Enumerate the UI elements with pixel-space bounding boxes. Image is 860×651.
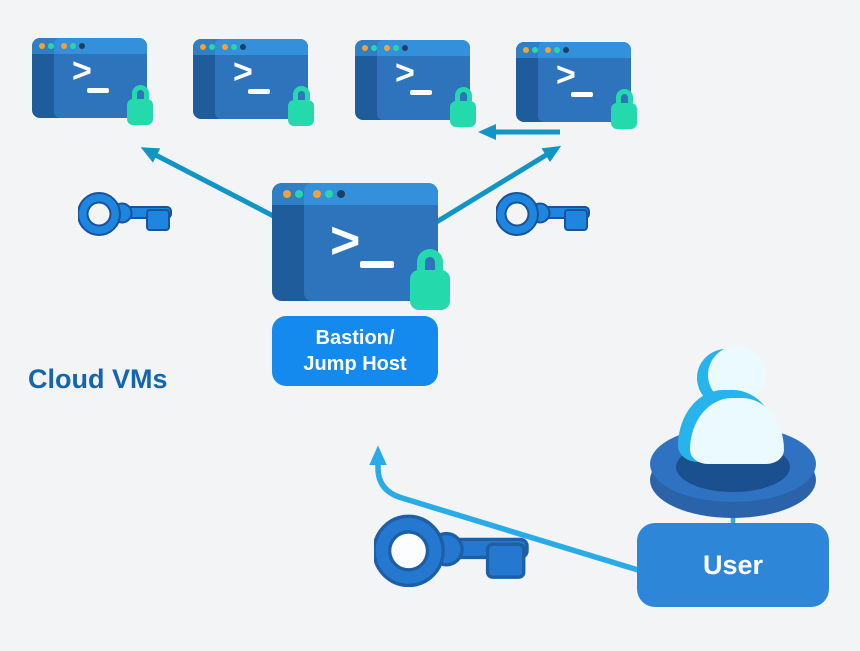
titlebar-dot <box>325 190 333 198</box>
titlebar-dot <box>200 44 206 50</box>
terminal-titlebar <box>215 39 308 55</box>
titlebar-dot <box>48 43 54 49</box>
padlock-body <box>611 103 637 129</box>
padlock-body <box>288 100 314 126</box>
bastion-label-line1: Bastion/ <box>315 326 395 349</box>
titlebar-dot <box>523 47 529 53</box>
titlebar-dot <box>545 47 551 53</box>
titlebar-dot <box>231 44 237 50</box>
titlebar-dot <box>402 45 408 51</box>
bastion-label-line2: Jump Host <box>303 353 407 375</box>
prompt-cursor <box>248 89 270 94</box>
cloud-vms-label: Cloud VMs <box>28 364 168 394</box>
bastion-label: Bastion/ Jump Host <box>272 316 438 386</box>
user-label: User <box>702 549 764 580</box>
padlock-icon <box>288 86 314 126</box>
titlebar-dot <box>240 44 246 50</box>
padlock-shackle <box>417 249 443 270</box>
terminal-titlebar <box>377 40 470 56</box>
padlock-shackle <box>615 89 633 103</box>
padlock-shackle <box>131 85 149 99</box>
prompt-cursor <box>360 261 394 268</box>
titlebar-dot <box>61 43 67 49</box>
padlock-body <box>410 270 450 310</box>
bastion-terminal-icon: > <box>272 183 450 310</box>
titlebar-dot <box>362 45 368 51</box>
key-icon <box>78 190 174 240</box>
titlebar-dot <box>554 47 560 53</box>
prompt-chevron: > <box>72 52 92 90</box>
vm-terminal-2-icon: > <box>193 39 314 126</box>
padlock-body <box>127 99 153 125</box>
vm-terminal-3-icon: > <box>355 40 476 127</box>
prompt-chevron: > <box>556 56 576 94</box>
titlebar-dot <box>371 45 377 51</box>
padlock-shackle <box>454 87 472 101</box>
titlebar-dot <box>384 45 390 51</box>
padlock-body <box>450 101 476 127</box>
padlock-icon <box>611 89 637 129</box>
user-icon-body <box>690 398 784 464</box>
titlebar-dot <box>79 43 85 49</box>
prompt-cursor <box>87 88 109 93</box>
titlebar-dot <box>39 43 45 49</box>
arrow-user-to-bastion <box>369 445 639 573</box>
prompt-chevron: > <box>330 212 361 270</box>
key-icon <box>374 511 532 594</box>
padlock-icon <box>127 85 153 125</box>
vm-terminal-4-icon: > <box>516 42 637 129</box>
key-icon <box>496 190 592 240</box>
titlebar-dot <box>283 190 291 198</box>
titlebar-dot <box>70 43 76 49</box>
terminal-titlebar <box>54 38 147 54</box>
prompt-chevron: > <box>395 54 415 92</box>
prompt-chevron: > <box>233 53 253 91</box>
titlebar-dot <box>393 45 399 51</box>
padlock-shackle <box>292 86 310 100</box>
terminal-front-panel <box>538 42 631 122</box>
padlock-icon <box>450 87 476 127</box>
titlebar-dot <box>337 190 345 198</box>
padlock-icon <box>410 249 450 310</box>
vm-terminal-1-icon: > <box>32 38 153 125</box>
titlebar-dot <box>532 47 538 53</box>
titlebar-dot <box>563 47 569 53</box>
prompt-cursor <box>410 90 432 95</box>
arrow-bastion-to-vm4 <box>428 145 562 229</box>
prompt-cursor <box>571 92 593 97</box>
terminal-titlebar <box>304 183 438 205</box>
user-label-box: User <box>637 523 829 607</box>
titlebar-dot <box>222 44 228 50</box>
terminal-titlebar <box>538 42 631 58</box>
titlebar-dot <box>295 190 303 198</box>
titlebar-dot <box>209 44 215 50</box>
titlebar-dot <box>313 190 321 198</box>
